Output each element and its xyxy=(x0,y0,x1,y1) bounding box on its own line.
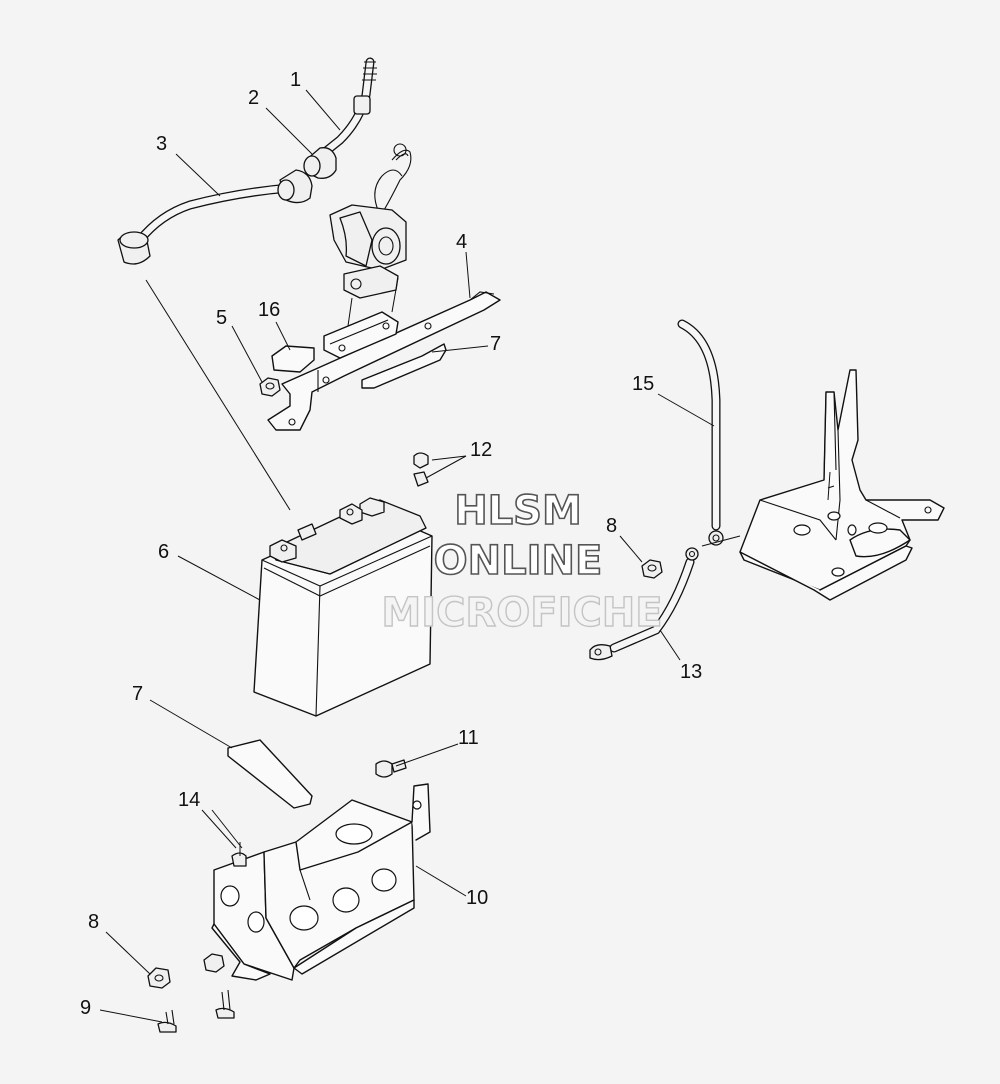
part-frame xyxy=(739,369,945,601)
callout-14: 14 xyxy=(178,789,200,811)
leader-lines xyxy=(99,89,741,1023)
watermark: HLSM ONLINE MICROFICHE xyxy=(381,487,664,637)
part-cable-3 xyxy=(117,169,313,265)
watermark-line-2: ONLINE xyxy=(434,538,603,584)
callout-6: 6 xyxy=(158,541,169,563)
callout-11: 11 xyxy=(458,727,479,749)
callout-12: 12 xyxy=(470,439,492,461)
part-screw-11 xyxy=(375,759,407,778)
part-battery-box-10 xyxy=(211,783,431,981)
callout-8-lower: 8 xyxy=(88,911,99,933)
part-cable-13 xyxy=(589,547,699,661)
watermark-line-1: HLSM xyxy=(454,488,582,534)
callout-16: 16 xyxy=(258,299,280,321)
part-nut-8-lower xyxy=(147,953,225,989)
callout-13: 13 xyxy=(680,661,702,683)
part-cable-15 xyxy=(677,319,724,546)
part-solenoid xyxy=(329,143,412,341)
part-cable-1 xyxy=(320,57,377,157)
part-battery-6 xyxy=(253,497,433,717)
part-nut-5 xyxy=(259,377,281,397)
callout-10: 10 xyxy=(466,887,488,909)
callout-1: 1 xyxy=(290,69,301,91)
callout-2: 2 xyxy=(248,87,259,109)
callout-7-upper: 7 xyxy=(490,333,501,355)
callout-8-upper: 8 xyxy=(606,515,617,537)
callout-4: 4 xyxy=(456,231,467,253)
part-nut-8-upper xyxy=(641,559,663,579)
callout-5: 5 xyxy=(216,307,227,329)
callout-7-lower: 7 xyxy=(132,683,143,705)
part-fasteners-12 xyxy=(413,452,429,487)
part-bolts-9 xyxy=(157,989,235,1033)
callout-15: 15 xyxy=(632,373,654,395)
callout-labels: 1 2 3 4 5 16 7 12 6 7 11 14 10 8 9 15 8 … xyxy=(80,69,702,1019)
callout-9: 9 xyxy=(80,997,91,1019)
part-pad-16 xyxy=(271,345,315,373)
watermark-line-3: MICROFICHE xyxy=(381,590,662,636)
part-bracket-4 xyxy=(267,291,501,431)
callout-3: 3 xyxy=(156,133,167,155)
part-pad-7-upper xyxy=(361,343,447,389)
part-pad-7-lower xyxy=(227,739,313,809)
part-boot-2 xyxy=(303,147,337,179)
